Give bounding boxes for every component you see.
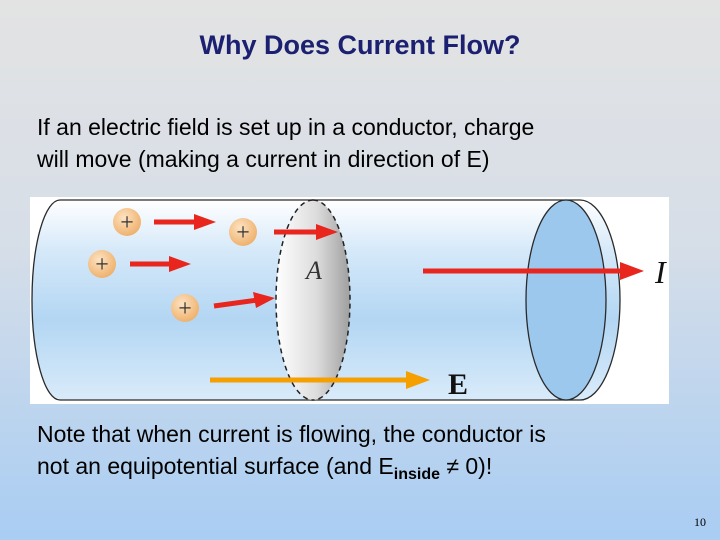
cross-section-front-edge — [275, 199, 314, 401]
note-text: Note that when current is flowing, the c… — [37, 418, 687, 491]
charge-2: + — [229, 218, 257, 246]
charge-1: + — [113, 208, 141, 236]
note-line-2: not an equipotential surface (and Einsid… — [37, 450, 687, 491]
charge-3: + — [88, 250, 116, 278]
charge-4: + — [171, 294, 199, 322]
conductor-diagram: A + + + + — [30, 197, 669, 404]
note-line-1: Note that when current is flowing, the c… — [37, 421, 546, 447]
note-line-2-post: ≠ 0)! — [439, 453, 493, 479]
charge-4-symbol: + — [178, 296, 192, 322]
conductor-end-cap — [525, 199, 607, 401]
cross-section-area — [276, 200, 350, 400]
note-line-2-pre: not an equipotential surface (and E — [37, 453, 394, 479]
charge-arrow-3 — [130, 256, 191, 272]
inside-subscript: inside — [393, 466, 440, 483]
field-label: E — [448, 368, 468, 401]
field-arrow — [210, 371, 430, 389]
cross-section-back-edge — [312, 199, 351, 401]
intro-text: If an electric field is set up in a cond… — [37, 111, 687, 175]
intro-line-2: will move (making a current in direction… — [37, 146, 490, 172]
charge-2-symbol: + — [236, 220, 250, 246]
page-number: 10 — [694, 515, 706, 529]
charge-3-symbol: + — [95, 252, 109, 278]
charge-arrow-1 — [154, 214, 216, 230]
area-label: A — [304, 256, 322, 285]
current-arrow — [423, 262, 644, 280]
intro-line-1: If an electric field is set up in a cond… — [37, 114, 535, 140]
charge-arrow-2 — [274, 224, 338, 240]
current-label: I — [654, 254, 667, 290]
charge-1-symbol: + — [120, 210, 134, 236]
slide-title: Why Does Current Flow? — [199, 30, 521, 60]
charge-arrow-4 — [213, 292, 275, 309]
